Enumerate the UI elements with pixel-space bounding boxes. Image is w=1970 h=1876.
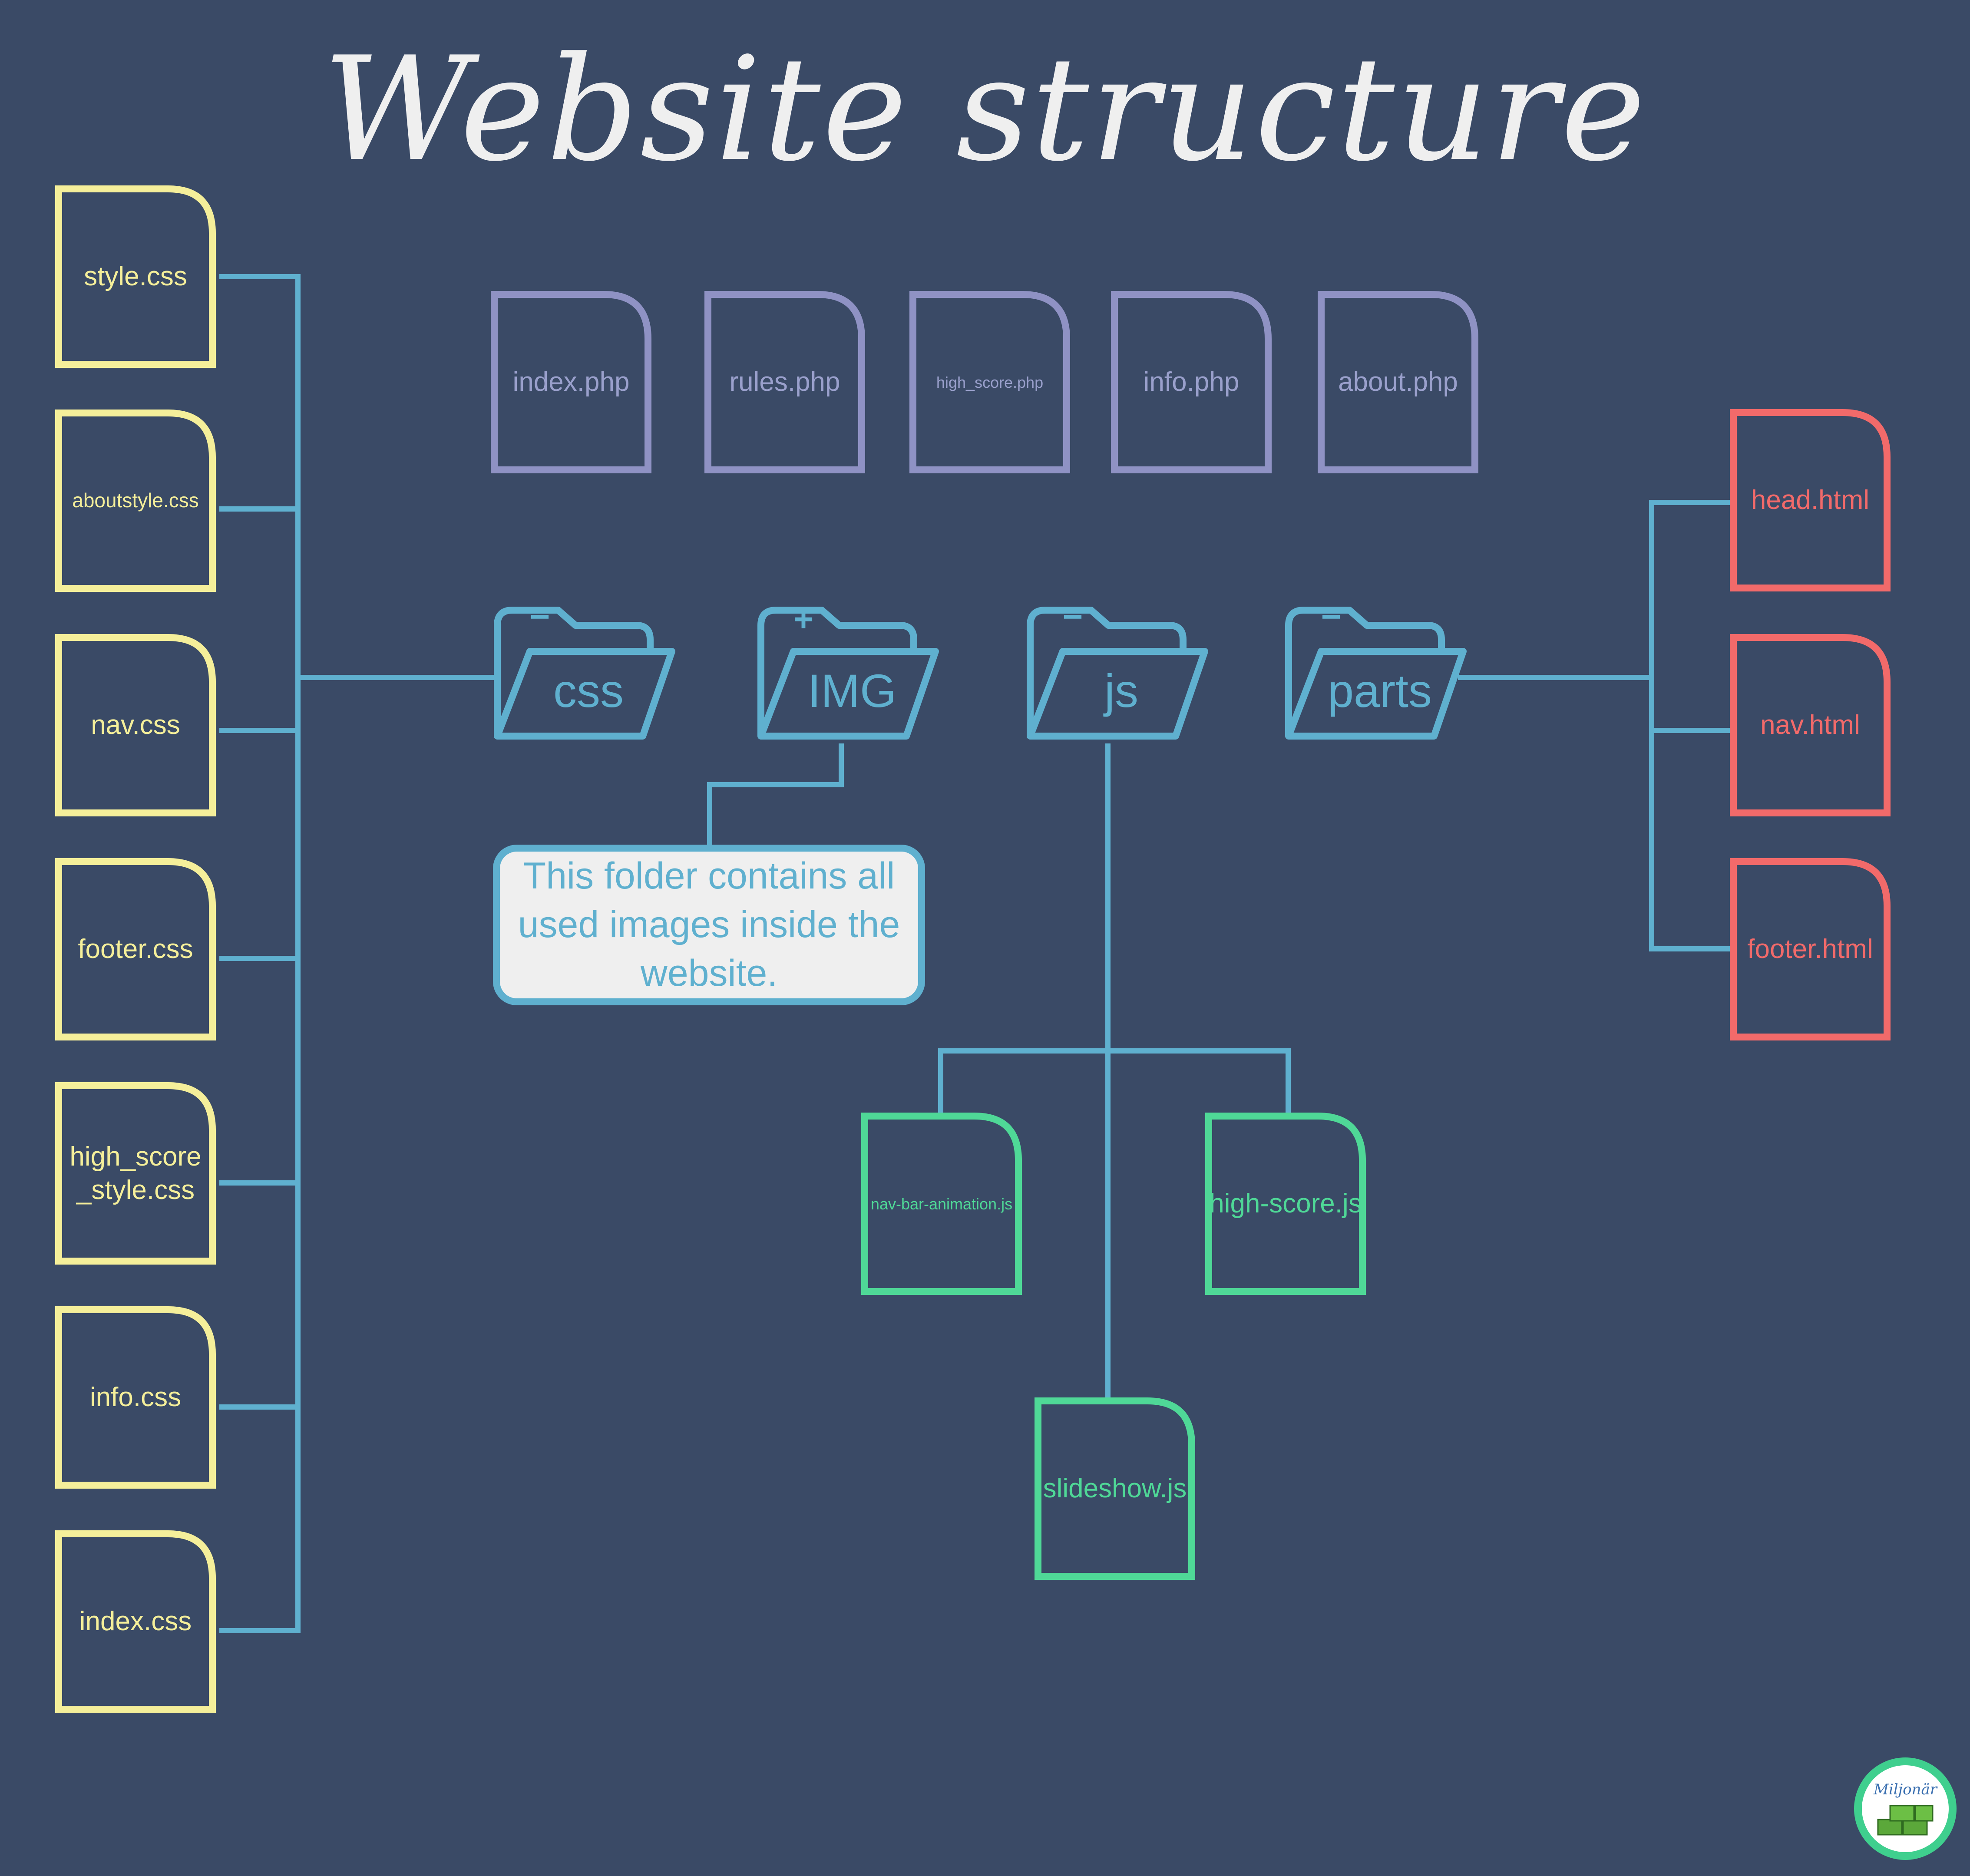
file-label: style.css xyxy=(84,261,187,292)
file-label: info.php xyxy=(1143,367,1240,397)
file-label: nav.html xyxy=(1760,710,1860,740)
folder-css[interactable]: − css xyxy=(493,597,675,745)
img-folder-note: This folder contains all used images ins… xyxy=(493,845,925,1005)
file-icon xyxy=(1205,1113,1366,1295)
file-label: info.css xyxy=(89,1382,182,1413)
folder-label: css xyxy=(553,664,624,717)
file-label: nav.css xyxy=(91,710,180,740)
file-nav-css[interactable]: nav.css xyxy=(55,634,216,816)
folder-icon: − xyxy=(494,597,675,740)
file-nav-html[interactable]: nav.html xyxy=(1730,634,1891,816)
file-icon xyxy=(1730,858,1891,1040)
file-high-score-style-css[interactable]: high_score _style.css xyxy=(55,1082,216,1265)
folder-img[interactable]: + IMG xyxy=(757,600,939,745)
file-icon xyxy=(1111,291,1272,473)
file-icon xyxy=(491,291,651,473)
file-icon xyxy=(704,291,865,473)
file-label: index.php xyxy=(512,367,630,397)
file-icon xyxy=(55,410,216,592)
file-head-html[interactable]: head.html xyxy=(1730,409,1891,591)
folder-collapse-sign: − xyxy=(1321,597,1342,636)
folder-collapse-sign: − xyxy=(530,597,550,636)
miljonar-logo: Miljonär xyxy=(1854,1757,1957,1860)
file-nav-bar-animation-js[interactable]: nav-bar-animation.js xyxy=(861,1113,1022,1295)
file-index-css[interactable]: index.css xyxy=(55,1530,216,1713)
file-label: index.css xyxy=(79,1606,192,1637)
file-high-score-php[interactable]: high_score.php xyxy=(909,291,1070,473)
page-title: Website structure xyxy=(323,26,1647,193)
folder-icon: − xyxy=(1027,597,1208,740)
file-label: nav-bar-animation.js xyxy=(870,1195,1013,1213)
folder-collapse-sign: − xyxy=(1063,597,1083,636)
folder-label: IMG xyxy=(808,664,896,717)
folder-label: parts xyxy=(1327,664,1432,717)
file-label: high_score.php xyxy=(936,373,1044,391)
file-icon xyxy=(1730,409,1891,591)
file-slideshow-js[interactable]: slideshow.js xyxy=(1035,1397,1195,1580)
file-footer-css[interactable]: footer.css xyxy=(55,858,216,1040)
file-label: footer.html xyxy=(1747,934,1873,964)
file-label: about.php xyxy=(1338,367,1458,397)
file-icon xyxy=(861,1113,1022,1295)
folder-parts[interactable]: − parts xyxy=(1284,597,1467,745)
file-icon xyxy=(55,1082,216,1265)
file-label: head.html xyxy=(1751,485,1870,515)
file-icon xyxy=(55,1530,216,1713)
folder-icon: + xyxy=(757,600,939,740)
file-icon xyxy=(55,634,216,816)
file-info-css[interactable]: info.css xyxy=(55,1306,216,1489)
money-stack-icon xyxy=(1877,1805,1934,1836)
file-about-php[interactable]: about.php xyxy=(1318,291,1478,473)
file-icon xyxy=(55,1306,216,1489)
file-style-css[interactable]: style.css xyxy=(55,185,216,368)
file-index-php[interactable]: index.php xyxy=(491,291,651,473)
file-icon xyxy=(909,291,1070,473)
file-icon xyxy=(55,185,216,368)
file-footer-html[interactable]: footer.html xyxy=(1730,858,1891,1040)
file-icon xyxy=(55,858,216,1040)
logo-text: Miljonär xyxy=(1873,1781,1938,1798)
file-aboutstyle-css[interactable]: aboutstyle.css xyxy=(55,410,216,592)
file-icon xyxy=(1730,634,1891,816)
file-label: rules.php xyxy=(729,367,840,397)
file-high-score-js[interactable]: high-score.js xyxy=(1205,1113,1366,1295)
file-label: aboutstyle.css xyxy=(72,489,199,512)
folder-js[interactable]: − js xyxy=(1026,597,1208,745)
file-info-php[interactable]: info.php xyxy=(1111,291,1272,473)
folder-expand-sign: + xyxy=(793,600,814,638)
file-rules-php[interactable]: rules.php xyxy=(704,291,865,473)
folder-label: js xyxy=(1104,664,1138,717)
file-label: high_score _style.css xyxy=(69,1141,202,1206)
file-label: footer.css xyxy=(78,934,193,964)
file-label: slideshow.js xyxy=(1043,1473,1187,1504)
file-icon xyxy=(1035,1397,1195,1580)
file-icon xyxy=(1318,291,1478,473)
folder-icon: − xyxy=(1285,597,1467,740)
file-label: high-score.js xyxy=(1209,1189,1362,1219)
